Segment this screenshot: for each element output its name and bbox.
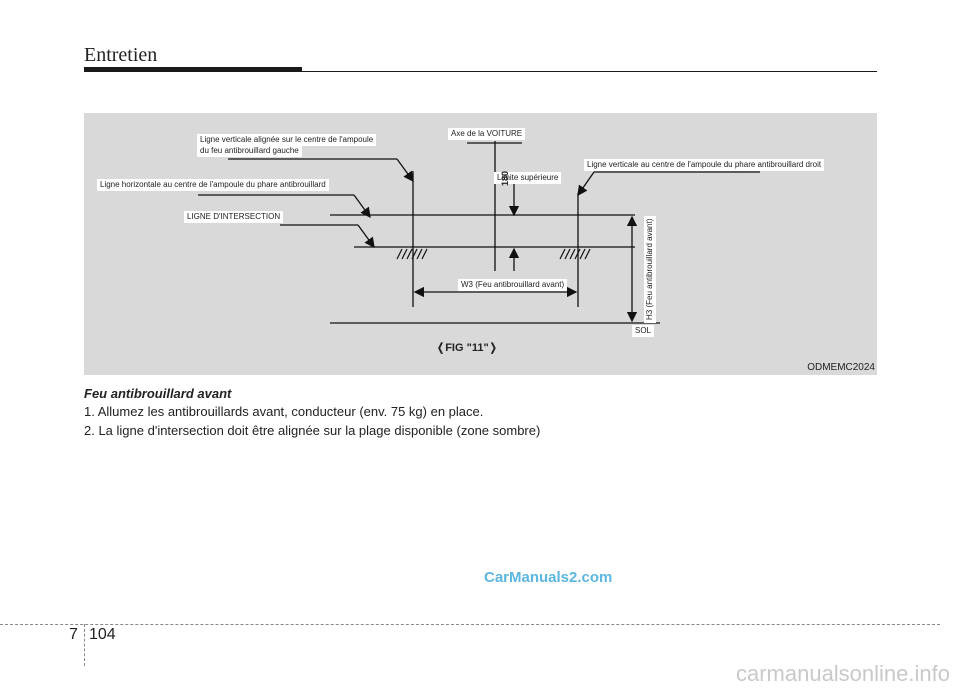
label-ground: SOL bbox=[632, 325, 655, 337]
footer-rule bbox=[0, 624, 940, 625]
label-horizontal: Ligne horizontale au centre de l'ampoule… bbox=[97, 179, 329, 191]
figure-code: ODMEMC2024 bbox=[807, 362, 875, 373]
label-upper-limit: Limite supérieure bbox=[494, 172, 562, 184]
label-vertical-left-2: du feu antibrouillard gauche bbox=[197, 145, 302, 157]
diagram-lines bbox=[198, 141, 760, 324]
step-1: 1. Allumez les antibrouillards avant, co… bbox=[84, 404, 484, 419]
carmanuals-link[interactable]: CarManuals2.com bbox=[484, 569, 613, 586]
page-number: 104 bbox=[89, 626, 116, 643]
label-car-axis: Axe de la VOITURE bbox=[448, 128, 526, 140]
footer-separator bbox=[84, 624, 85, 666]
label-vertical-left: Ligne verticale alignée sur le centre de… bbox=[197, 134, 377, 146]
chapter-number: 7 bbox=[69, 626, 78, 643]
header-rule-thin bbox=[302, 71, 877, 72]
page-header-title: Entretien bbox=[84, 44, 158, 66]
label-intersection: LIGNE D'INTERSECTION bbox=[184, 211, 284, 223]
section-title: Feu antibrouillard avant bbox=[84, 386, 232, 401]
hatch-zones bbox=[396, 248, 591, 260]
label-vertical-right: Ligne verticale au centre de l'ampoule d… bbox=[584, 159, 825, 171]
footer-watermark: carmanualsonline.info bbox=[735, 661, 950, 686]
step-2: 2. La ligne d'intersection doit être ali… bbox=[84, 423, 541, 438]
label-w3: W3 (Feu antibrouillard avant) bbox=[458, 279, 568, 291]
figure-caption: ❬FIG "11"❭ bbox=[436, 342, 498, 354]
header-rule-thick bbox=[84, 67, 302, 72]
fog-lamp-aiming-diagram: Ligne verticale alignée sur le centre de… bbox=[84, 113, 877, 375]
label-h3: H3 (Feu antibrouillard avant) bbox=[644, 215, 656, 323]
label-distance-180: 180 bbox=[500, 170, 510, 186]
